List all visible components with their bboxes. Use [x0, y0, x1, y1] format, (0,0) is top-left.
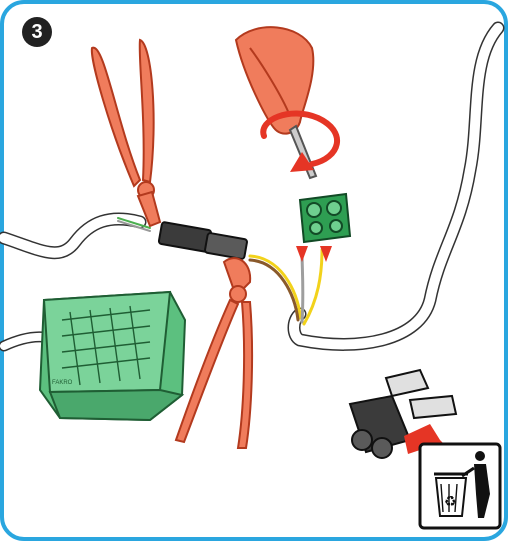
heater-mat-box: [40, 292, 185, 420]
brand-label: FAKRO: [52, 380, 73, 386]
terminal-block-icon: [300, 194, 350, 242]
recycle-icon: ♻: [444, 494, 457, 510]
trash-bin-icon: [420, 444, 500, 528]
step-number-badge: 3: [22, 17, 52, 47]
